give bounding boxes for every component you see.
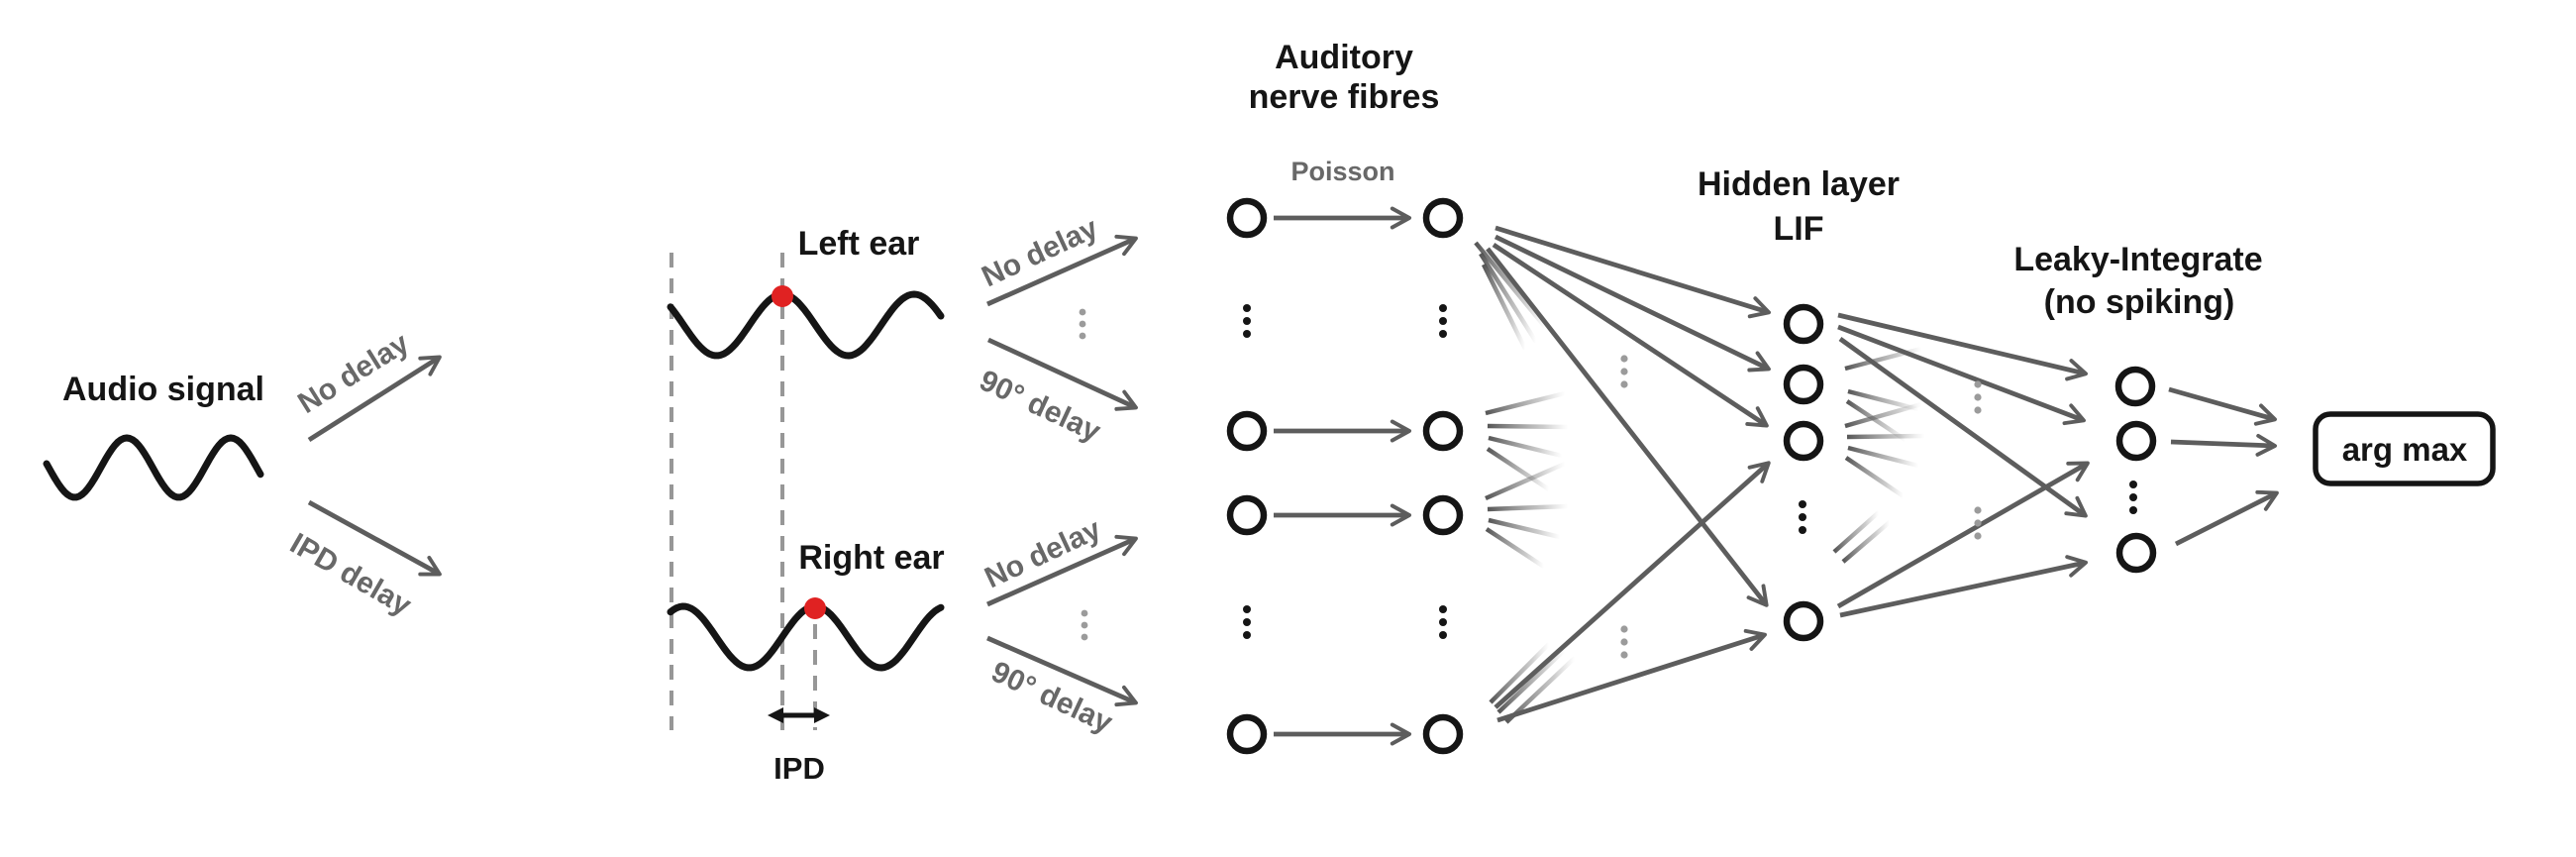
nerve-section: Auditory nerve fibres Poisson [1226,39,1577,755]
hidden-faded-connection-fans [1832,346,1925,564]
left-ear-wave [667,290,945,360]
right-ear-no-delay-arrow [986,534,1138,607]
nerve-spike-node-1 [1422,197,1464,239]
left-ear-no-delay-arrow [986,234,1138,307]
no-delay-branch-label: No delay [292,327,415,420]
right-ear-90-delay-arrow [986,635,1138,707]
nerve-column-ellipses [1243,304,1447,639]
argmax-box [2313,411,2496,486]
left-ear-channels-ellipsis [1079,308,1086,340]
hidden-node-1 [1783,303,1824,345]
nerve-to-hidden-connections [1486,225,1771,723]
output-title-line1: Leaky-Integrate [2013,241,2262,278]
hidden-to-output-connections [1836,312,2090,618]
right-ear-channels-ellipsis [1081,609,1088,641]
hidden-column-ellipsis [1799,500,1806,534]
nerve-faded-connection-fans [1474,241,1577,724]
nerve-input-node-1 [1226,197,1268,239]
nerve-spike-node-3 [1422,494,1464,536]
nerve-spike-node-2 [1422,410,1464,452]
audio-section: Audio signal No delay IPD delay [43,327,442,622]
output-node-2 [2115,420,2157,462]
ears-section: Left ear Right ear IPD No delay 90° dela… [667,211,1138,786]
ipd-measure-marker [768,707,830,723]
nerve-spike-node-4 [1422,713,1464,755]
right-ear-peak-dot [804,597,826,619]
output-title-line2: (no spiking) [2044,283,2235,321]
hidden-node-4 [1783,600,1824,642]
argmax-label: arg max [2342,431,2468,468]
right-ear-wave [667,602,945,672]
hidden-node-3 [1783,420,1824,462]
ipd-delay-branch-arrow [307,499,442,577]
output-section: Leaky-Integrate (no spiking) [2013,241,2279,574]
left-ear-90-delay-arrow [986,337,1138,411]
nerve-input-node-3 [1226,494,1268,536]
audio-signal-label: Audio signal [62,371,264,408]
output-column-ellipsis [2129,481,2137,514]
nerve-title-line1: Auditory [1275,39,1413,76]
right-ear-no-delay-label: No delay [979,512,1106,594]
nerve-input-node-2 [1226,410,1268,452]
right-ear-label: Right ear [798,539,944,577]
ipd-label: IPD [773,751,825,786]
hidden-node-2 [1783,364,1824,405]
nerve-input-node-4 [1226,713,1268,755]
output-node-3 [2115,532,2157,574]
left-ear-peak-dot [772,285,793,307]
ipd-delay-branch-label: IPD delay [284,527,417,622]
left-ear-label: Left ear [798,225,920,263]
nerve-title-line2: nerve fibres [1249,78,1440,116]
output-node-1 [2114,366,2156,407]
left-ear-90-delay-label: 90° delay [975,364,1105,448]
hidden-section: Hidden layer LIF [1698,165,1925,642]
hidden-title-line1: Hidden layer [1698,165,1900,203]
nerve-to-hidden-ellipses [1620,355,1628,659]
hidden-title-line2: LIF [1774,210,1824,248]
poisson-label: Poisson [1290,157,1394,186]
argmax-section: arg max [2313,411,2496,486]
hidden-to-output-ellipses [1974,380,1982,540]
no-delay-branch-arrow [307,355,442,443]
audio-signal-wave [43,434,264,501]
